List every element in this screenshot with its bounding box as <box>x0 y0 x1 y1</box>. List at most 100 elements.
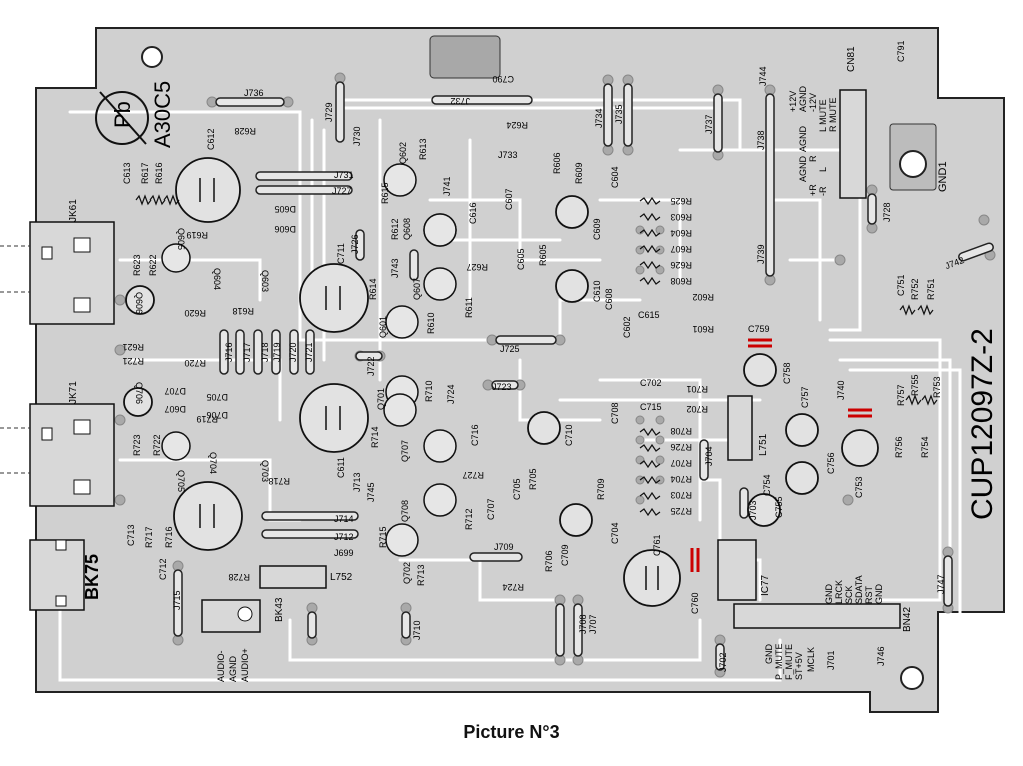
cn81-pin: R MUTE <box>828 98 838 133</box>
jumper-label: J729 <box>324 102 334 122</box>
transistor-label: Q602 <box>398 142 408 164</box>
jumper-label: J747 <box>936 574 946 594</box>
resistor-label: R715 <box>378 526 388 548</box>
resistor-label: R702 <box>686 404 708 414</box>
jumper-label: J737 <box>704 114 714 134</box>
resistor-label: R719 <box>196 414 218 424</box>
resistor-label: R717 <box>144 526 154 548</box>
resistor-label: R718 <box>268 476 290 486</box>
transistor-label: Q708 <box>400 500 410 522</box>
bn42-pin: GND <box>764 644 774 665</box>
mounting-hole <box>900 666 924 690</box>
jumper-label: J732 <box>450 96 470 106</box>
resistor-label: R610 <box>426 312 436 334</box>
capacitor-label: C709 <box>560 544 570 566</box>
capacitor-label: C710 <box>564 424 574 446</box>
cn81-pin: AGND <box>798 155 808 182</box>
resistor-label: R620 <box>184 308 206 318</box>
jumper-label: J746 <box>876 646 886 666</box>
lead-lines <box>0 245 30 474</box>
capacitor-label: C758 <box>782 362 792 384</box>
capacitor-label: C604 <box>610 166 620 188</box>
capacitor-label: C712 <box>158 558 168 580</box>
jumper-label: J718 <box>260 342 270 362</box>
resistor-label: R618 <box>232 306 254 316</box>
resistor-label: R605 <box>538 244 548 266</box>
pb-free-logo <box>95 91 149 145</box>
diode-label: D705 <box>206 392 228 402</box>
bn42-pin: F_MUTE <box>784 644 794 680</box>
bn42-signal: GND <box>874 584 884 605</box>
resistor-label: R752 <box>910 278 920 300</box>
capacitor-label: C704 <box>610 522 620 544</box>
jumper-label: J701 <box>826 650 836 670</box>
resistor-label: R602 <box>692 292 714 302</box>
bn42-signal: LRCK <box>834 580 844 604</box>
capacitor-label: C757 <box>800 386 810 408</box>
resistor-label: R753 <box>932 376 942 398</box>
capacitor-label: C615 <box>638 310 660 320</box>
resistor-label: R757 <box>896 384 906 406</box>
resistor-label: R613 <box>418 138 428 160</box>
jumper-label: J716 <box>224 342 234 362</box>
resistor-label: R623 <box>132 254 142 276</box>
connector-label-cn81: CN81 <box>846 46 857 72</box>
transistor-label: Q705 <box>176 470 186 492</box>
cn81-pin: -12V <box>808 93 818 112</box>
jumper-label: J715 <box>172 590 182 610</box>
jumper-label: J713 <box>352 472 362 492</box>
jumper-label: J714 <box>334 514 354 524</box>
capacitor-label: C610 <box>592 280 602 302</box>
resistor-label: R727 <box>462 470 484 480</box>
bn42-signal: SDATA <box>854 575 864 604</box>
resistor-label: R723 <box>132 434 142 456</box>
capacitor-label: C605 <box>516 248 526 270</box>
connector-label-jk71: JK71 <box>68 381 79 404</box>
cn81-pin: AGND <box>798 125 808 152</box>
resistor-label: R751 <box>926 278 936 300</box>
silkscreen-text: Pb A30C5 CUP12097Z-2 JK61 JK71 BK75 BK43… <box>68 40 999 682</box>
resistor-label: R619 <box>186 230 208 240</box>
resistor-label: R707 <box>670 458 692 468</box>
jumper-label: J722 <box>366 356 376 376</box>
jumper-label: J734 <box>594 108 604 128</box>
resistor-label: R616 <box>154 162 164 184</box>
resistor-label: R601 <box>692 324 714 334</box>
connector-label-jk61: JK61 <box>68 199 79 222</box>
jumper-label: J708 <box>578 614 588 634</box>
resistor-label: R755 <box>910 374 920 396</box>
resistor-label: R624 <box>506 120 528 130</box>
jumper-label: J744 <box>758 66 768 86</box>
coil-label: L751 <box>758 433 769 456</box>
resistor-label: R726 <box>670 442 692 452</box>
jumper-label: J709 <box>494 542 514 552</box>
cn81-pin: +12V <box>788 91 798 112</box>
transistor-label: Q703 <box>260 460 270 482</box>
capacitor-label: C609 <box>592 218 602 240</box>
transistor-label: Q707 <box>400 440 410 462</box>
jumper-label: J702 <box>718 652 728 672</box>
connector-label-gnd1: GND1 <box>937 161 949 192</box>
jumper-label: J719 <box>272 342 282 362</box>
jumper-label: J727 <box>332 186 352 196</box>
resistor-label: R609 <box>574 162 584 184</box>
resistor-label: R721 <box>122 356 144 366</box>
resistor-label: R708 <box>670 426 692 436</box>
jumper-label: J707 <box>588 614 598 634</box>
capacitor-label: C761 <box>652 534 662 556</box>
highlighted-capacitors <box>690 338 872 572</box>
capacitor-label: C702 <box>640 378 662 388</box>
jumper-label: J736 <box>244 88 264 98</box>
jumper-label: J721 <box>304 342 314 362</box>
capacitor-label: C705 <box>512 478 522 500</box>
resistor-label: R713 <box>416 564 426 586</box>
capacitor-label: C613 <box>122 162 132 184</box>
capacitor-label: C607 <box>504 188 514 210</box>
transistor-label: Q606 <box>134 292 144 314</box>
resistor-label: R627 <box>466 262 488 272</box>
resistor-label: R611 <box>464 297 474 318</box>
pb-logo-text: Pb <box>110 101 135 128</box>
transistor-label: Q706 <box>134 382 144 404</box>
bn42-pin: ST+5V <box>794 652 804 680</box>
